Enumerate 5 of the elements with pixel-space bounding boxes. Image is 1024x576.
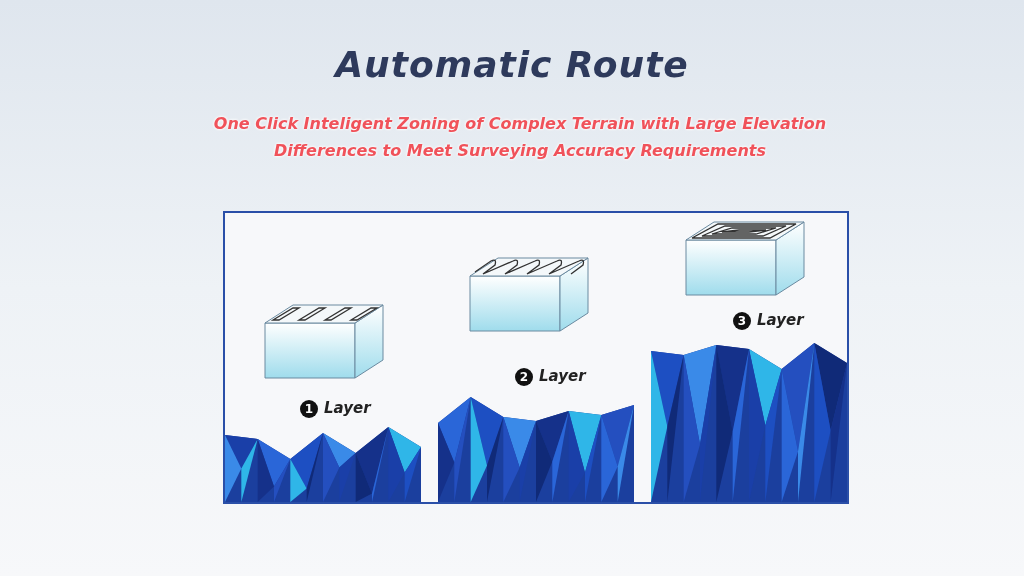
layer-label: Layer [757,311,804,329]
layer-label: Layer [324,399,371,417]
title: Automatic Route [332,44,690,85]
subtitle: One Click Inteligent Zoning of Complex Terrain with Large Elevation Differences to Meet Surveying Accuracy Requirements [212,113,828,162]
layer-label: Layer [539,367,586,385]
